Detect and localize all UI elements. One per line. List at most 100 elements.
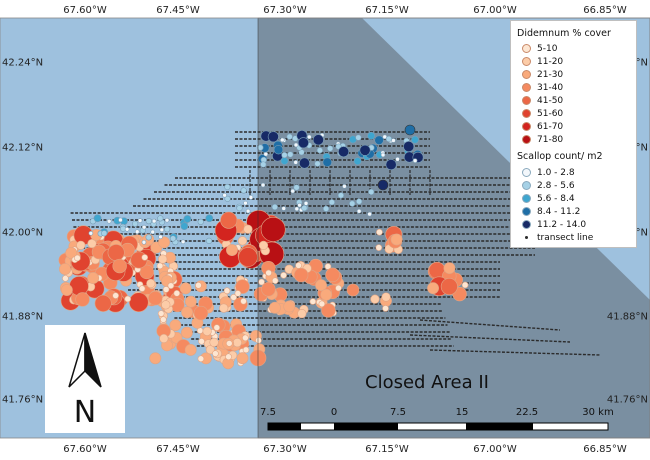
tick-left-5: 41.76°N [2, 394, 44, 406]
didemnum-point [325, 267, 340, 283]
didemnum-point [157, 310, 165, 317]
didemnum-point [390, 233, 403, 246]
didemnum-point [440, 278, 458, 296]
didemnum-point [335, 284, 342, 292]
scallop-point [280, 157, 289, 165]
legend-didemnum-title: Didemnum % cover [517, 28, 611, 39]
didemnum-point [202, 326, 212, 336]
didemnum-point [181, 306, 193, 319]
scallop-point [132, 220, 139, 228]
didemnum-point [258, 278, 265, 286]
legend-didemnum-item: 41-50 [521, 95, 563, 106]
didemnum-point [280, 271, 287, 279]
legend-didemnum-item: 21-30 [521, 69, 563, 80]
scale-label-1: 7.5 [260, 407, 276, 418]
didemnum-point [236, 352, 249, 365]
didemnum-point [309, 298, 317, 305]
scallop-point [145, 218, 152, 225]
scallop-point [385, 159, 397, 171]
didemnum-point [376, 228, 383, 236]
didemnum-point [112, 292, 119, 299]
scallop-point [412, 158, 418, 163]
scale-label-3: 7.5 [390, 407, 406, 418]
didemnum-point [59, 263, 71, 276]
scale-label-6: 30 km [582, 407, 614, 418]
tick-bottom-5: 67.00°W [473, 444, 517, 455]
tick-right-5: 41.76°N [606, 394, 648, 406]
legend-scallop-label: 5.6 - 8.4 [537, 193, 575, 204]
didemnum-point [124, 295, 132, 303]
scale-bar [267, 422, 609, 431]
didemnum-point [160, 316, 167, 323]
scallop-point [377, 179, 389, 191]
didemnum-point [225, 353, 232, 361]
scallop-point [164, 226, 171, 233]
legend-scallop-label: 11.2 - 14.0 [537, 219, 587, 230]
didemnum-point [225, 340, 233, 347]
didemnum-point [161, 300, 171, 310]
didemnum-point [258, 240, 269, 251]
transect-dot-icon [521, 236, 531, 239]
didemnum-point [159, 333, 169, 344]
didemnum-point [193, 305, 209, 321]
scallop-point [286, 133, 293, 140]
scallop-point [157, 215, 164, 222]
didemnum-point [156, 262, 164, 270]
didemnum-point [198, 338, 205, 345]
scallop-point [205, 214, 214, 223]
scallop-point [322, 205, 330, 212]
legend-transect-label: transect line [537, 232, 594, 243]
didemnum-point [381, 292, 391, 302]
legend-scallop-item: 11.2 - 14.0 [521, 219, 586, 230]
didemnum-point [205, 345, 215, 355]
scallop-point [303, 201, 309, 206]
legend-didemnum-item: 5-10 [521, 43, 557, 54]
scallop-point [158, 234, 163, 240]
scallop-point [359, 144, 371, 156]
didemnum-point [62, 275, 69, 282]
scallop-point [368, 188, 375, 196]
didemnum-point [112, 258, 127, 274]
legend-transect-row: transect line [521, 232, 593, 243]
didemnum-point [149, 352, 162, 365]
scallop-point [124, 227, 130, 232]
scallop-point [322, 157, 333, 167]
scallop-point [267, 131, 279, 143]
didemnum-point [255, 337, 262, 344]
legend-didemnum-item: 11-20 [521, 56, 563, 67]
tick-bottom-2: 67.45°W [156, 444, 200, 455]
didemnum-circle-icon [521, 83, 531, 92]
legend-didemnum-item: 51-60 [521, 108, 563, 119]
didemnum-circle-icon [521, 109, 531, 118]
scallop-point [312, 134, 324, 146]
didemnum-point [230, 294, 237, 301]
scallop-point [145, 234, 152, 241]
didemnum-point [184, 295, 197, 308]
transect-line [429, 349, 601, 356]
didemnum-point [261, 282, 276, 297]
scallop-point [183, 215, 192, 223]
north-arrow: N [45, 325, 125, 433]
legend-scallop-title: Scallop count/ m2 [517, 151, 603, 162]
legend-scallop-item: 5.6 - 8.4 [521, 193, 575, 204]
tick-top-1: 67.60°W [63, 5, 107, 16]
didemnum-point [293, 267, 309, 283]
didemnum-point [295, 262, 302, 269]
didemnum-point [173, 290, 181, 297]
scallop-point [248, 195, 254, 200]
scallop-point [367, 211, 372, 217]
scallop-point [141, 224, 147, 230]
scallop-circle-icon [521, 220, 531, 229]
scallop-circle-icon [521, 194, 531, 203]
legend-didemnum-label: 31-40 [537, 82, 564, 93]
didemnum-point [321, 303, 336, 318]
scallop-point [356, 198, 363, 205]
didemnum-point [223, 287, 231, 295]
didemnum-point [297, 309, 307, 319]
tick-top-2: 67.45°W [156, 5, 200, 16]
didemnum-point [148, 290, 163, 306]
scale-label-4: 15 [455, 407, 469, 418]
didemnum-point [427, 282, 439, 295]
scallop-point [205, 237, 213, 244]
didemnum-points [58, 209, 469, 370]
